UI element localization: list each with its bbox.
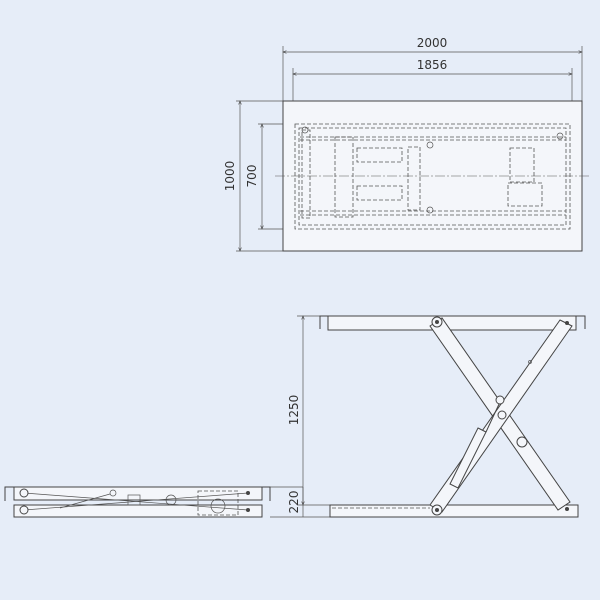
- hidden-cylinder: [356, 147, 403, 163]
- bracket: [127, 494, 141, 506]
- arm-hole: [516, 436, 528, 448]
- cylinder-pin: [109, 489, 117, 497]
- dimension-frame-width: 700: [245, 165, 259, 188]
- hidden-bracket: [407, 146, 421, 211]
- arm-hole: [165, 494, 177, 506]
- hidden-crossbar: [334, 136, 354, 218]
- dimension-overall-width: 1000: [223, 161, 237, 192]
- center-pivot: [497, 410, 507, 420]
- pin-circle: [301, 126, 309, 134]
- hidden-pump-tank: [507, 182, 543, 207]
- pin-circle: [426, 206, 434, 214]
- hidden-pump: [197, 490, 239, 516]
- pivot-pin: [19, 505, 29, 515]
- lowered-side-view: [4, 486, 303, 518]
- dimension-overall-length: 2000: [417, 36, 448, 50]
- hidden-pump-motor: [509, 147, 535, 183]
- cylinder-pin: [495, 395, 505, 405]
- base-frame-inner-hidden: [298, 127, 567, 226]
- cylinder-lowered: [59, 493, 111, 509]
- top-platform-lowered: [13, 486, 263, 501]
- pivot-pin: [565, 507, 569, 511]
- raised-side-view: 1250 220: [270, 315, 586, 518]
- base-frame-hidden: [294, 123, 571, 230]
- base-frame: [329, 504, 579, 518]
- hidden-motor: [210, 498, 226, 514]
- dimension-raised-height: 1250: [287, 395, 301, 426]
- hydraulic-cylinder: [449, 427, 487, 489]
- top-view: 2000 1856 1000 700: [223, 36, 590, 251]
- pin-circle: [556, 132, 564, 140]
- pivot-pin: [246, 508, 250, 512]
- pivot-pin-center: [435, 320, 439, 324]
- pivot-pin: [19, 488, 29, 498]
- arm-hole: [528, 360, 532, 364]
- top-platform: [327, 315, 577, 331]
- dimension-frame-length: 1856: [417, 58, 448, 72]
- pivot-pin-center: [435, 508, 439, 512]
- hidden-rail: [301, 129, 311, 219]
- dimension-lowered-height: 220: [287, 491, 301, 514]
- pin-circle: [426, 141, 434, 149]
- pivot-pin: [565, 321, 569, 325]
- scissor-arm-lowered: [23, 492, 249, 511]
- cylinder-rod: [485, 401, 501, 433]
- pivot-pin: [246, 491, 250, 495]
- hidden-cylinder: [356, 185, 403, 201]
